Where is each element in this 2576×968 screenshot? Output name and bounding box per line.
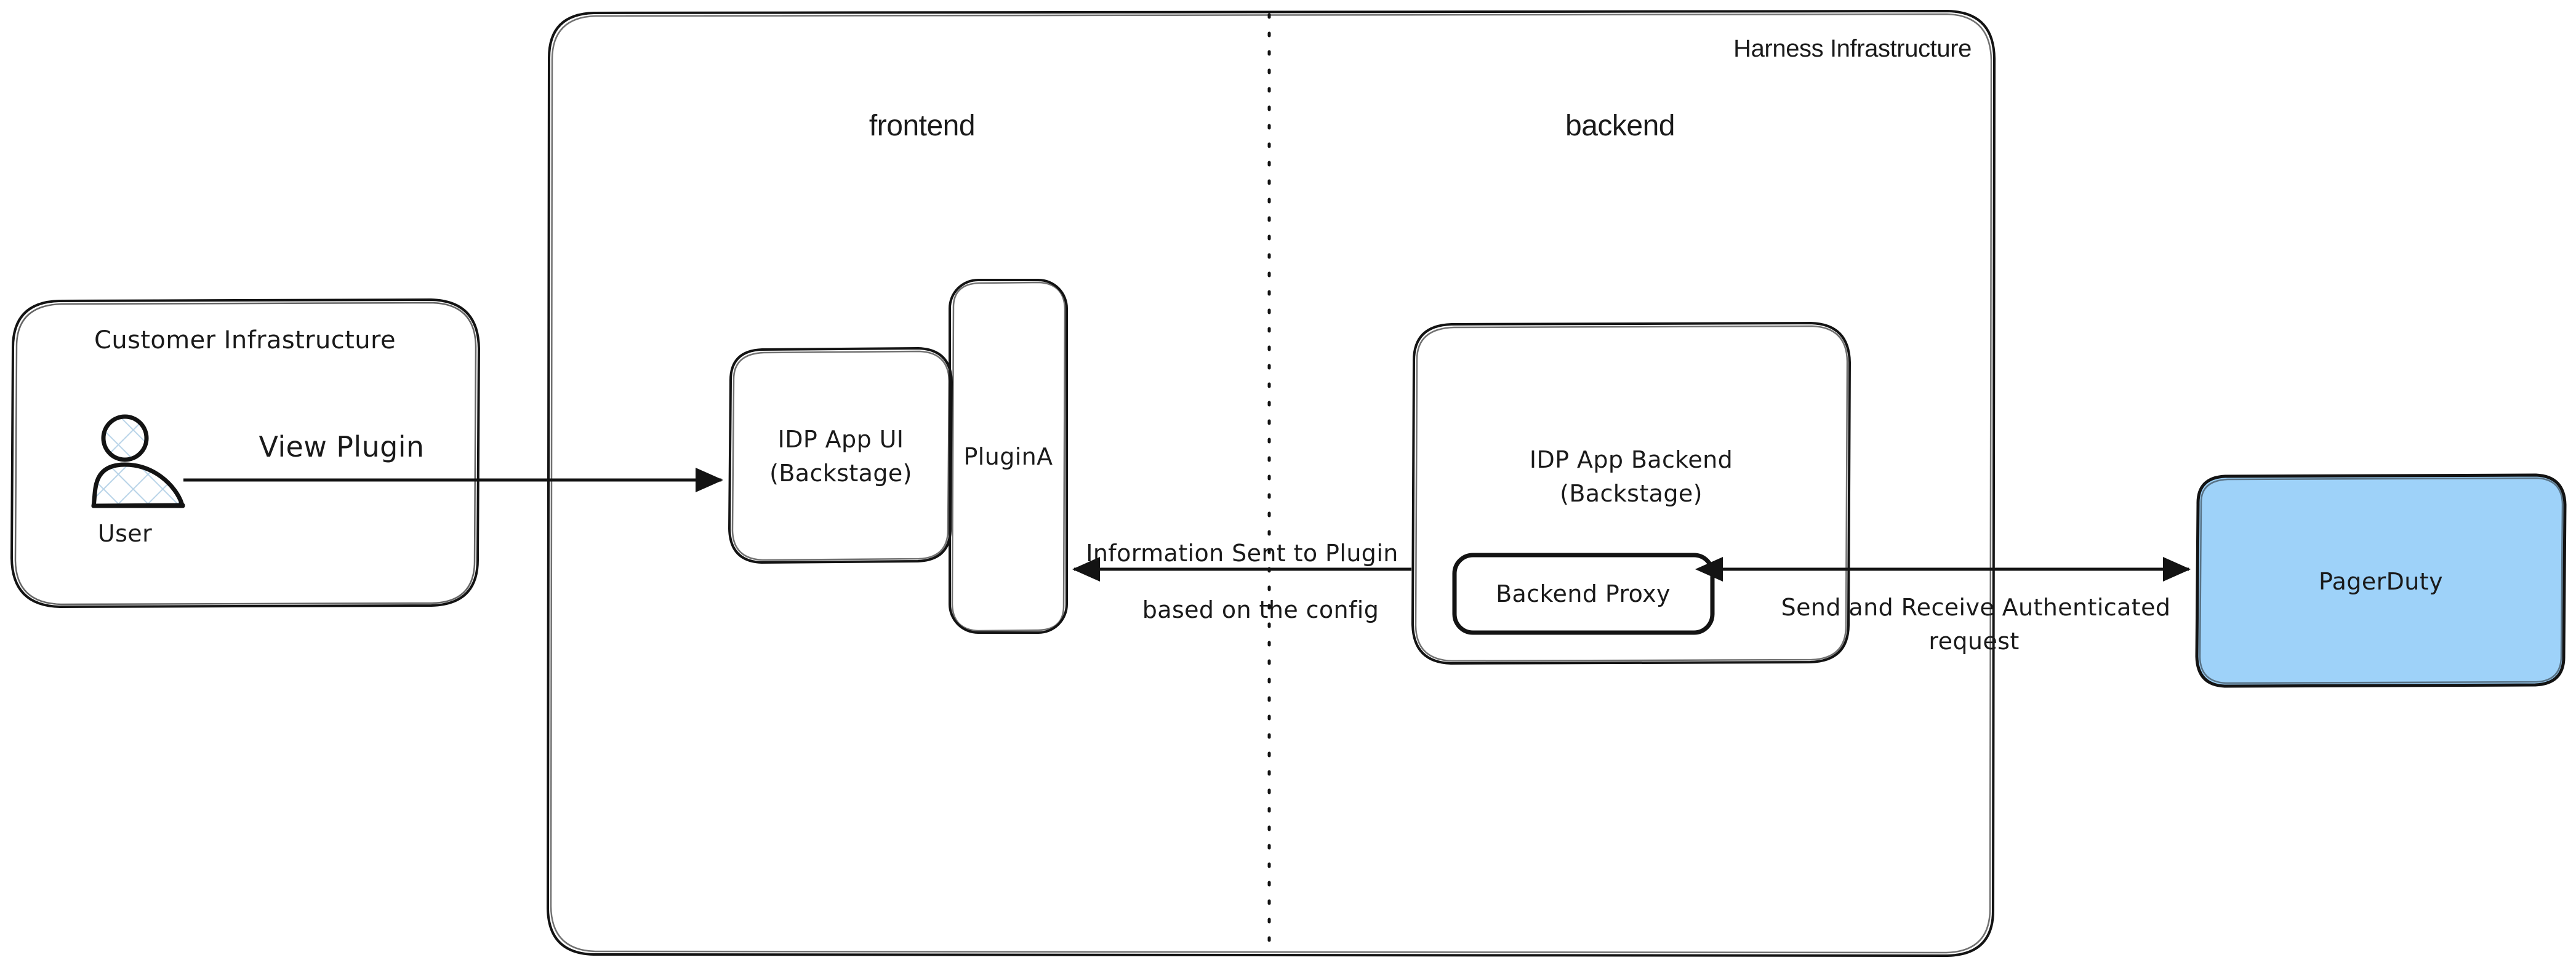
authenticated-request-label-line2: request xyxy=(1928,628,2019,655)
customer-infrastructure-container xyxy=(10,298,480,608)
user-actor-label: User xyxy=(98,520,152,547)
customer-infrastructure-label: Customer Infrastructure xyxy=(94,326,396,354)
info-to-plugin-label-line1: Information Sent to Plugin xyxy=(1086,540,1398,567)
idp-app-ui-box[interactable] xyxy=(728,347,953,564)
idp-app-ui-label-line2: (Backstage) xyxy=(769,460,912,487)
backend-proxy-label: Backend Proxy xyxy=(1496,580,1671,607)
authenticated-request-label-line1: Send and Receive Authenticated xyxy=(1781,594,2171,621)
user-actor-icon xyxy=(91,414,185,508)
harness-infrastructure-label: Harness Infrastructure xyxy=(1733,35,1972,62)
idp-app-backend-box[interactable] xyxy=(1411,322,1851,665)
idp-app-backend-label-line2: (Backstage) xyxy=(1560,480,1703,507)
backend-zone-label: backend xyxy=(1565,110,1675,142)
plugin-a-box[interactable] xyxy=(949,279,1068,634)
idp-app-backend-label-line1: IDP App Backend xyxy=(1530,446,1733,473)
pagerduty-box[interactable] xyxy=(2195,473,2567,688)
plugin-a-label: PluginA xyxy=(963,443,1053,470)
view-plugin-label: View Plugin xyxy=(259,430,425,463)
frontend-zone-label: frontend xyxy=(869,110,975,142)
harness-infrastructure-container xyxy=(547,10,1996,957)
backend-proxy-box[interactable] xyxy=(1452,553,1715,635)
pagerduty-label: PagerDuty xyxy=(2319,568,2443,595)
info-to-plugin-label-line2: based on the config xyxy=(1142,596,1379,623)
idp-app-ui-label-line1: IDP App UI xyxy=(778,426,904,453)
